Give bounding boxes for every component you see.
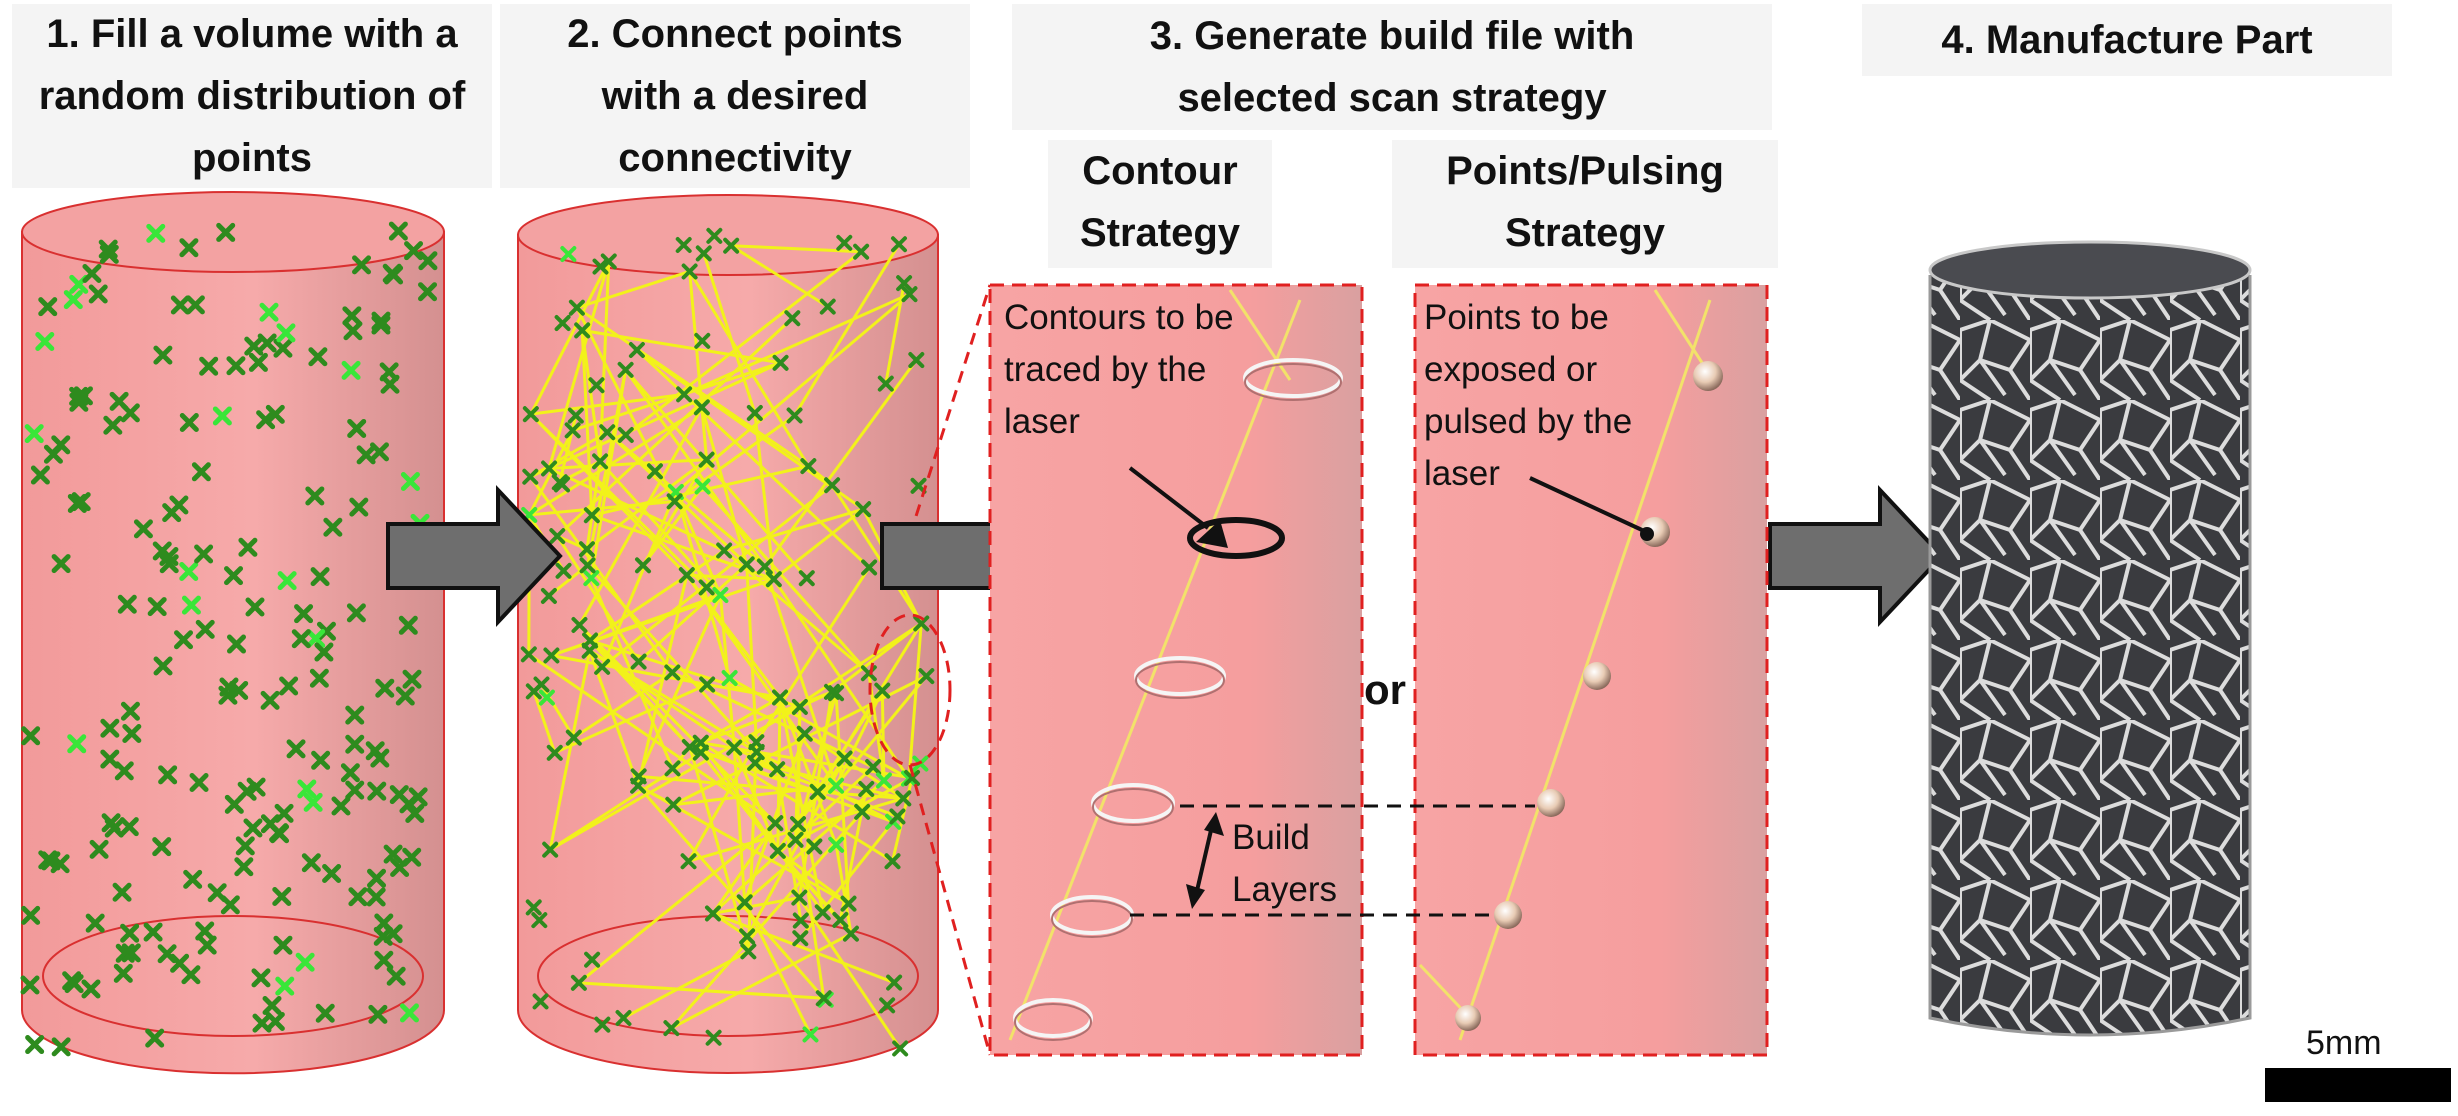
random-points (20, 221, 438, 1057)
scale-bar (2265, 1068, 2451, 1102)
step2-title: 2. Connect points with a desired connect… (500, 4, 970, 188)
active-contour-ring (1187, 517, 1285, 559)
points-note: Points to be exposed or pulsed by the la… (1424, 298, 1633, 493)
step1-title: 1. Fill a volume with a random distribut… (12, 4, 492, 188)
connected-points (520, 227, 935, 1057)
build-layers-label: Build Layers (1232, 818, 1338, 909)
arrow-3-to-4 (1768, 484, 1945, 628)
points-strategy-title: Points/Pulsing Strategy (1392, 140, 1778, 268)
contour-note: Contours to be traced by the laser (1004, 298, 1234, 441)
step3-title: 3. Generate build file with selected sca… (1012, 4, 1772, 130)
pulse-points (1455, 361, 1723, 1031)
step4-title: 4. Manufacture Part (1862, 4, 2392, 76)
connected-lattice-volume (517, 194, 952, 1074)
contour-strategy-panel (988, 283, 1364, 1057)
arrow-1-to-2 (386, 484, 563, 628)
zoom-region (868, 613, 952, 767)
scale-bar-label: 5mm (2306, 1024, 2382, 1062)
build-layers-indicator (1130, 804, 1535, 917)
manufactured-part-photo (1928, 240, 2252, 1037)
contour-strategy-title: Contour Strategy (1048, 140, 1272, 268)
points-strategy-panel (1413, 283, 1769, 1057)
random-points-volume (20, 191, 445, 1075)
or-label: or (1364, 666, 1406, 713)
